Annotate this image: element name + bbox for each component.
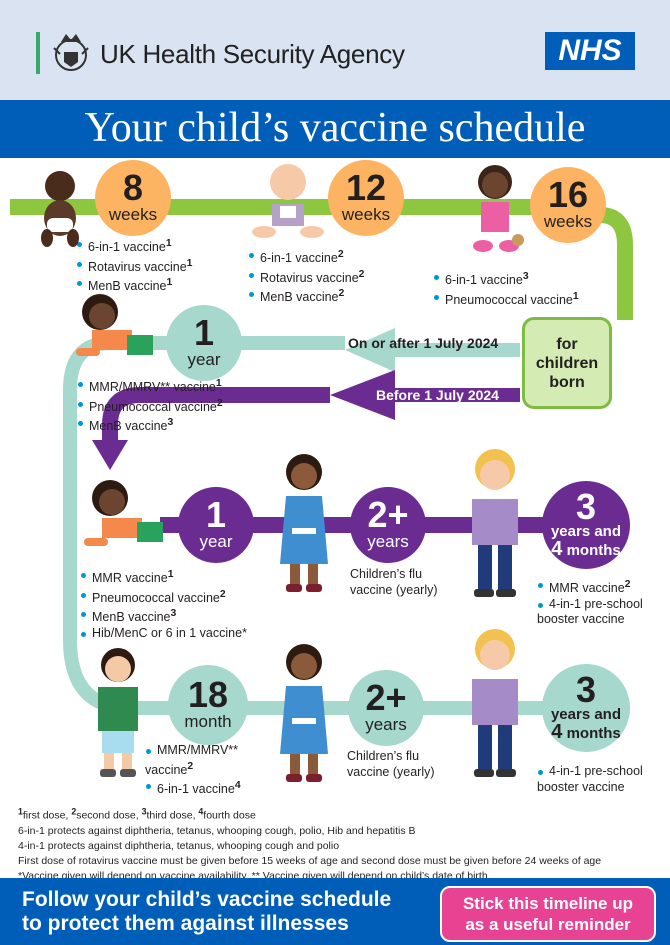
- circle-8-weeks: 8 weeks: [95, 160, 171, 236]
- before-arrow: [330, 370, 520, 420]
- vaccine-item: Pneumococcal vaccine2: [80, 587, 247, 607]
- vaccine-item: Rotavirus vaccine2: [248, 267, 364, 287]
- crawling-child-after-illustration: [76, 294, 153, 356]
- baby-12-weeks-illustration: [252, 164, 324, 238]
- page-title: Your child’s vaccine schedule: [84, 105, 586, 151]
- circle-after-2-years: 2+ years: [348, 670, 424, 746]
- agency-divider: [36, 32, 40, 74]
- circle-before-3-years: 3 years and 4 months: [542, 481, 630, 569]
- nhs-logo: NHS: [545, 32, 635, 70]
- vaccine-item: 6-in-1 vaccine3: [433, 269, 579, 289]
- vaccine-item: booster vaccine: [537, 612, 625, 627]
- girl-blue-dress-before-illustration: [280, 454, 328, 592]
- vaccine-item: MenB vaccine3: [80, 606, 247, 626]
- vaccine-item: 6-in-1 vaccine1: [76, 236, 192, 256]
- vaccine-item: Pneumococcal vaccine1: [433, 289, 579, 309]
- crawling-child-before-illustration: [84, 480, 163, 546]
- baby-16-weeks-illustration: [473, 165, 524, 252]
- circle-after-3-years: 3 years and 4 months: [542, 664, 630, 752]
- circle-18-months: 18 month: [168, 665, 248, 745]
- footer-message: Follow your child’s vaccine schedule to …: [22, 888, 392, 935]
- vaccine-item: MMR/MMRV**: [145, 743, 241, 759]
- reminder-badge: Stick this timeline up as a useful remin…: [440, 886, 656, 942]
- vaccine-item: 4-in-1 pre-school: [537, 764, 643, 780]
- vaccine-item: 4-in-1 pre-school: [537, 597, 643, 613]
- before-july-label: Before 1 July 2024: [376, 387, 499, 403]
- vaccine-item: Rotavirus vaccine1: [76, 256, 192, 276]
- footnote-rotavirus: First dose of rotavirus vaccine must be …: [18, 854, 602, 867]
- circle-16-weeks: 16 weeks: [530, 167, 606, 243]
- vaccine-item: 6-in-1 vaccine4: [145, 778, 241, 798]
- vaccine-item: vaccine2: [145, 760, 194, 777]
- dose-key: 1first dose, 2second dose, 3third dose, …: [18, 806, 256, 822]
- vaccine-item: 6-in-1 vaccine2: [248, 247, 364, 267]
- flu-text-before: Children’s flu vaccine (yearly): [350, 567, 438, 597]
- vaccine-item: Hib/MenC or 6 in 1 vaccine*: [80, 626, 247, 642]
- vaccine-item: MMR vaccine1: [80, 567, 247, 587]
- toddler-18-months-illustration: [98, 648, 138, 777]
- title-band: [0, 100, 670, 158]
- circle-12-weeks: 12 weeks: [328, 160, 404, 236]
- children-born-box: for children born: [522, 317, 612, 409]
- vaccine-item: MenB vaccine3: [77, 415, 223, 435]
- vaccine-item: booster vaccine: [537, 779, 625, 794]
- girl-blue-dress-after-illustration: [280, 644, 328, 782]
- baby-8-weeks-illustration: [41, 171, 79, 247]
- agency-name: UK Health Security Agency: [100, 39, 405, 69]
- vaccine-item: Pneumococcal vaccine2: [77, 396, 223, 416]
- circle-before-2-years: 2+ years: [350, 487, 426, 563]
- royal-crest-icon: [53, 34, 89, 71]
- boy-purple-shirt-before-illustration: [472, 449, 518, 597]
- footnote-6in1: 6-in-1 protects against diphtheria, teta…: [18, 824, 416, 837]
- flu-text-after: Children’s flu vaccine (yearly): [347, 749, 435, 779]
- vaccine-item: MenB vaccine1: [76, 275, 192, 295]
- down-arrow: [92, 440, 128, 470]
- vaccine-item: MMR vaccine2: [537, 577, 643, 597]
- boy-purple-shirt-after-illustration: [472, 629, 518, 777]
- circle-after-1-year: 1 year: [166, 305, 242, 381]
- footnotes: 1first dose, 2second dose, 3third dose, …: [18, 804, 601, 884]
- after-july-label: On or after 1 July 2024: [348, 335, 499, 351]
- after-arrow: [345, 328, 520, 372]
- footnote-4in1: 4-in-1 protects against diphtheria, teta…: [18, 839, 340, 852]
- vaccine-item: MMR/MMRV** vaccine1: [77, 376, 223, 396]
- circle-before-1-year: 1 year: [178, 487, 254, 563]
- vaccine-item: MenB vaccine2: [248, 286, 364, 306]
